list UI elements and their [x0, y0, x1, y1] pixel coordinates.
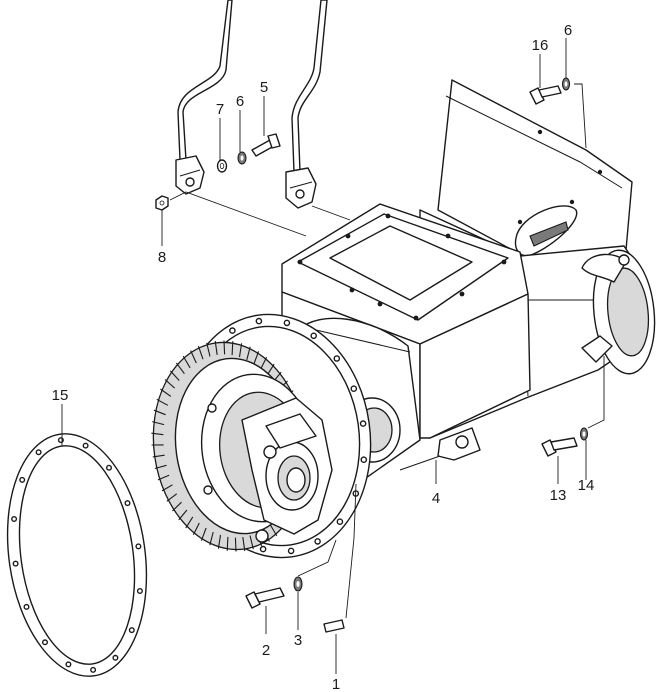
gear-tooth	[151, 432, 164, 436]
gear-tooth	[172, 501, 182, 512]
gear-tooth	[269, 523, 278, 537]
flange-bolt-hole	[350, 385, 358, 393]
callout-6-left: 6	[236, 93, 244, 110]
gear-tooth	[161, 484, 173, 492]
hydraulic-pipe-right	[291, 0, 328, 173]
gear-tooth	[164, 379, 176, 389]
gear-tooth	[231, 341, 234, 356]
flange-bolt-hole	[287, 547, 295, 555]
washer-part-14	[579, 427, 589, 441]
gasket-bolt-hole	[12, 560, 19, 567]
gasket-bolt-hole	[128, 627, 135, 634]
leader-lines	[61, 38, 605, 674]
gasket-bolt-hole	[136, 588, 143, 595]
gear-tooth	[200, 527, 207, 541]
gear-tooth	[234, 537, 237, 552]
bolt-part-16	[529, 85, 562, 105]
gasket-bolt-hole	[135, 543, 142, 550]
callout-8: 8	[158, 249, 166, 266]
gear-tooth	[178, 509, 188, 521]
gear-tooth	[157, 474, 170, 481]
bolt-part-13	[541, 437, 578, 457]
pipe-clamp-left	[175, 155, 205, 195]
gear-tooth	[185, 516, 194, 529]
gear-tooth	[209, 531, 214, 546]
bolt-part-2	[245, 587, 285, 609]
washer-part-3	[293, 576, 303, 592]
gasket-bolt-hole	[112, 654, 119, 661]
gear-tooth	[166, 493, 178, 502]
dowel-pin-part-1	[323, 619, 345, 633]
nut-part-8	[155, 195, 169, 211]
gasket-bolt-hole	[65, 661, 72, 668]
hydraulic-pipe-left	[177, 0, 233, 161]
flange-bolt-hole	[359, 420, 367, 427]
callout-13: 13	[550, 487, 567, 504]
gear-tooth	[197, 345, 204, 360]
gasket-bolt-hole	[19, 476, 26, 483]
gear-tooth	[182, 355, 191, 369]
gear-tooth	[223, 340, 226, 355]
gear-tooth	[253, 351, 260, 365]
gear-tooth	[260, 356, 268, 370]
gear-tooth	[190, 350, 197, 364]
callout-15: 15	[52, 387, 69, 404]
gasket-part-15	[6, 433, 148, 677]
callout-7: 7	[216, 101, 224, 118]
flange-bolt-hole	[310, 332, 318, 340]
gasket-bolt-hole	[23, 603, 30, 610]
callout-1: 1	[332, 676, 340, 692]
gasket-bolt-hole	[35, 449, 42, 456]
gear-tooth	[152, 454, 165, 458]
gasket-bolt-hole	[57, 437, 64, 444]
callout-6-top-right: 6	[564, 22, 572, 39]
callout-2: 2	[262, 642, 270, 659]
gear-tooth	[169, 370, 180, 381]
gasket-bolt-hole	[82, 442, 89, 449]
callout-labels: 1 2 3 4 5 6 6 7 8 13 14 15 16	[52, 22, 595, 692]
gear-tooth	[152, 421, 165, 426]
washer-part-7	[216, 159, 228, 173]
gear-tooth	[214, 340, 218, 355]
callout-5: 5	[260, 79, 268, 96]
gasket-bolt-hole	[42, 639, 49, 646]
gear-tooth	[249, 535, 254, 550]
gear-tooth	[160, 388, 172, 397]
callout-3: 3	[294, 632, 302, 649]
gasket-bolt-hole	[90, 666, 97, 673]
gear-tooth	[175, 362, 185, 375]
flange-bolt-hole	[283, 319, 291, 327]
gear-tooth	[242, 537, 246, 552]
flange-bolt-hole	[259, 545, 267, 553]
flange-bolt-hole	[314, 538, 321, 545]
gear-tooth	[156, 398, 169, 406]
gear-tooth	[192, 522, 200, 536]
gear-tooth	[153, 409, 166, 416]
gasket-bolt-hole	[124, 500, 131, 507]
gasket-bolt-hole	[105, 464, 112, 471]
gear-tooth	[238, 343, 243, 358]
gear-tooth	[154, 464, 167, 470]
callout-4: 4	[432, 490, 440, 507]
gear-tooth	[217, 534, 222, 549]
flange-bolt-hole	[360, 456, 368, 464]
washer-part-6-top-right	[561, 77, 571, 91]
flange-bolt-hole	[255, 317, 263, 325]
gear-tooth	[206, 342, 211, 357]
flange-ring-gear-assembly	[151, 313, 372, 559]
gear-tooth	[226, 536, 229, 551]
gear-tooth	[246, 346, 251, 361]
flange-bolt-hole	[229, 327, 236, 334]
gasket-bolt-hole	[11, 516, 18, 523]
bolt-part-5	[251, 133, 281, 157]
callout-14: 14	[578, 477, 595, 494]
callout-16: 16	[532, 37, 549, 54]
washer-part-6-left	[237, 151, 247, 165]
flange-bolt-hole	[336, 518, 344, 526]
flange-bolt-hole	[333, 355, 341, 362]
pipe-clamp-right	[285, 167, 317, 209]
